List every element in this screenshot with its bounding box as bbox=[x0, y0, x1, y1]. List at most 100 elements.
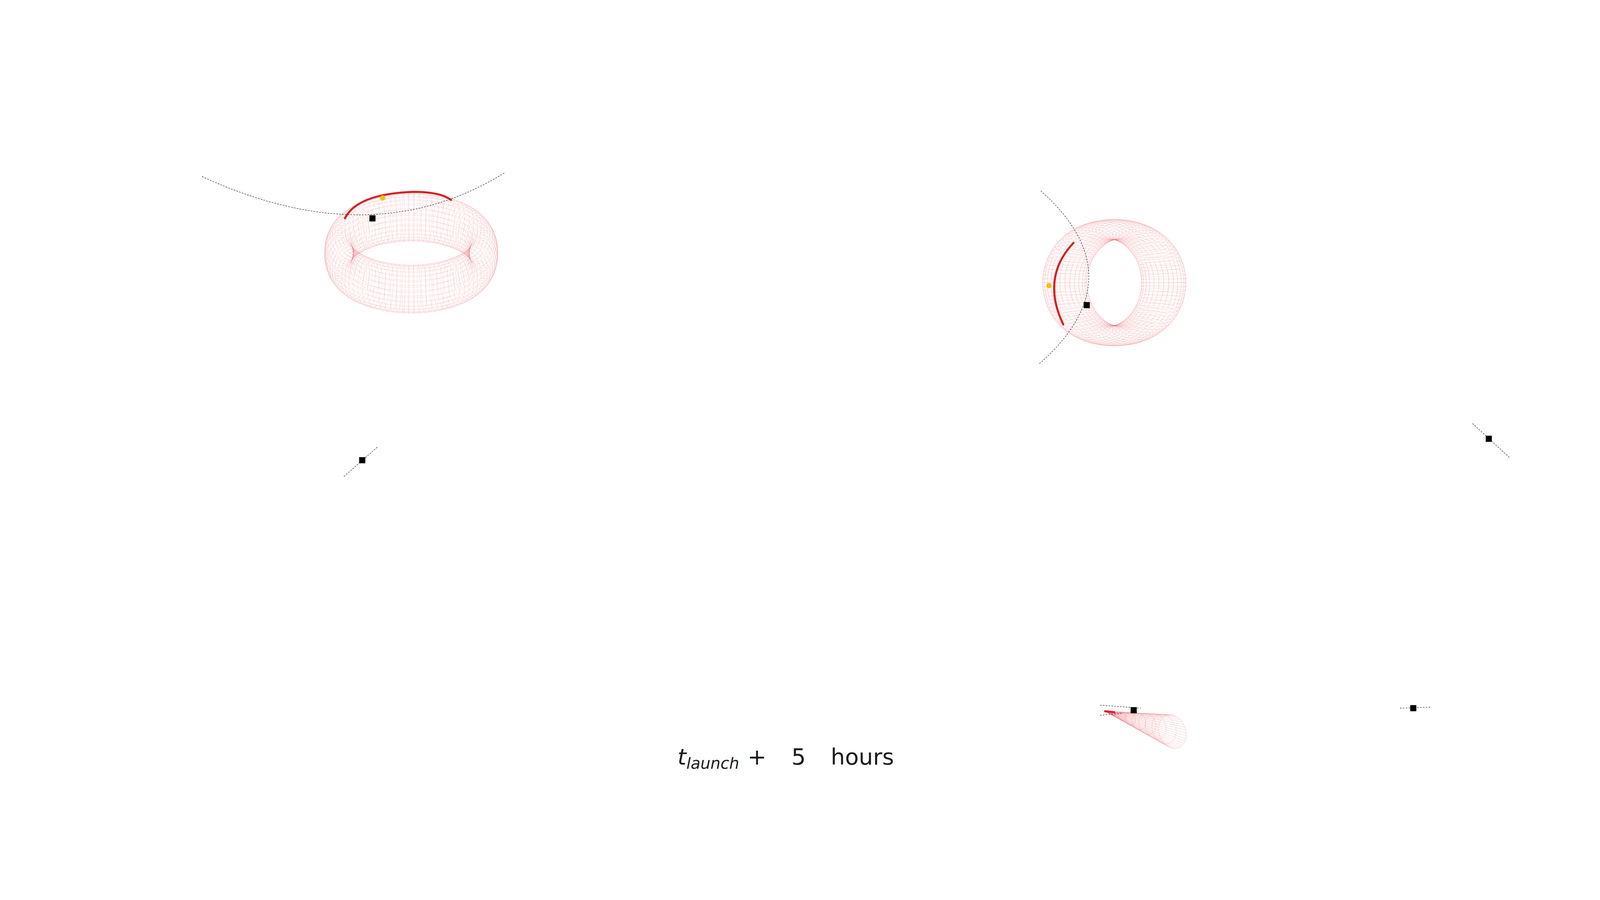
torus-wire bbox=[353, 256, 373, 304]
torus-wire bbox=[325, 215, 498, 302]
torus-wire bbox=[1044, 265, 1090, 272]
spacecraft-dot bbox=[1046, 282, 1052, 289]
torus-wire bbox=[1128, 312, 1172, 327]
torus-wire bbox=[1132, 245, 1176, 258]
torus-wire bbox=[436, 196, 450, 245]
torus-wire bbox=[341, 208, 365, 255]
torus-wire bbox=[327, 220, 356, 266]
orbit-path bbox=[202, 172, 505, 215]
torus-wire bbox=[432, 262, 444, 311]
torus-wire bbox=[443, 259, 460, 307]
torus-wire bbox=[408, 192, 410, 241]
body-marker bbox=[359, 457, 366, 464]
torus-wire bbox=[440, 197, 455, 246]
torus-wire bbox=[327, 225, 495, 310]
torus-wire bbox=[1048, 252, 1093, 263]
torus-wire bbox=[362, 199, 379, 248]
spacecraft-dot bbox=[380, 195, 386, 201]
torus-wire bbox=[342, 196, 481, 265]
torus-wire bbox=[1079, 225, 1187, 340]
torus-wire bbox=[1138, 297, 1183, 305]
torus-wire bbox=[455, 252, 478, 300]
torus-wire bbox=[351, 233, 471, 293]
scene bbox=[202, 172, 1511, 749]
torus-wire bbox=[429, 263, 438, 312]
torus-wire bbox=[378, 262, 390, 311]
torus-wire bbox=[1042, 288, 1088, 292]
torus-wire bbox=[1132, 307, 1176, 320]
torus-wire bbox=[1099, 219, 1140, 240]
cone-wire bbox=[1105, 711, 1187, 736]
torus-wire bbox=[1078, 323, 1120, 343]
torus-wire bbox=[462, 246, 488, 293]
torus-wire bbox=[324, 230, 354, 276]
torus-wire bbox=[413, 192, 415, 241]
torus-wire bbox=[324, 232, 353, 279]
torus-wire bbox=[1118, 227, 1160, 246]
torus-wire bbox=[390, 194, 398, 243]
torus-wire bbox=[440, 260, 455, 308]
torus-wire bbox=[1045, 297, 1090, 305]
torus-wire bbox=[350, 208, 473, 270]
body-marker bbox=[1410, 705, 1417, 712]
torus-wire bbox=[1043, 291, 1089, 296]
torus-wire bbox=[1052, 245, 1096, 258]
torus-wire bbox=[367, 260, 383, 308]
caption-text: 5 bbox=[791, 743, 806, 770]
torus-wire bbox=[1139, 294, 1185, 301]
torus-wire bbox=[351, 213, 471, 273]
trajectory-arc bbox=[1105, 711, 1115, 713]
torus-wire bbox=[338, 240, 484, 313]
torus-wire bbox=[357, 257, 376, 306]
cone-wire bbox=[1105, 711, 1185, 742]
caption-text: launch bbox=[686, 754, 740, 773]
torus-wire bbox=[469, 227, 498, 274]
torus-wire bbox=[413, 265, 415, 313]
caption-text: t bbox=[677, 743, 687, 770]
torus-wire bbox=[1140, 269, 1185, 274]
cone-wire bbox=[1105, 711, 1178, 718]
torus-wire bbox=[452, 254, 474, 302]
torus-wire bbox=[330, 230, 493, 312]
torus-wire bbox=[408, 265, 410, 313]
cone-wire bbox=[1105, 711, 1180, 720]
torus-wire bbox=[1042, 273, 1088, 277]
torus-wire bbox=[425, 264, 433, 313]
torus-wire bbox=[425, 194, 433, 243]
cone-wire bbox=[1105, 711, 1184, 744]
torus-wire bbox=[450, 202, 470, 250]
cone-wire bbox=[1105, 711, 1186, 730]
torus-wire bbox=[436, 261, 450, 310]
torus-wire bbox=[447, 200, 465, 249]
torus-wire bbox=[345, 199, 478, 266]
torus-wire bbox=[402, 193, 405, 242]
torus-wire bbox=[1137, 300, 1182, 309]
torus-wire bbox=[1057, 238, 1100, 253]
torus-wire bbox=[1139, 265, 1185, 272]
body-marker bbox=[1485, 435, 1493, 443]
torus-wire bbox=[1045, 260, 1090, 268]
cone-wire bbox=[1105, 711, 1181, 748]
cone-wire bbox=[1105, 711, 1183, 746]
torus-wire bbox=[1044, 294, 1090, 301]
torus-wire bbox=[467, 220, 495, 266]
torus-wire bbox=[1109, 222, 1150, 243]
torus-wire bbox=[421, 264, 427, 313]
torus-wire bbox=[325, 205, 498, 291]
cone-wire bbox=[1105, 711, 1183, 722]
torus-wire bbox=[417, 193, 421, 242]
cone-wire bbox=[1105, 711, 1176, 749]
torus-wire bbox=[1140, 273, 1186, 277]
torus-wire bbox=[1047, 257, 1092, 266]
torus-wire bbox=[396, 193, 402, 242]
torus-wire bbox=[1140, 291, 1185, 296]
body-marker bbox=[1130, 707, 1137, 714]
torus-2 bbox=[1042, 219, 1187, 346]
caption-text: + bbox=[747, 743, 767, 770]
torus-wire bbox=[417, 265, 421, 313]
torus-wire bbox=[1136, 302, 1180, 313]
torus-wire bbox=[1141, 278, 1187, 280]
torus-wire bbox=[1085, 220, 1126, 241]
torus-wire bbox=[350, 237, 473, 298]
time-caption: tlaunch+5hours bbox=[677, 745, 895, 769]
